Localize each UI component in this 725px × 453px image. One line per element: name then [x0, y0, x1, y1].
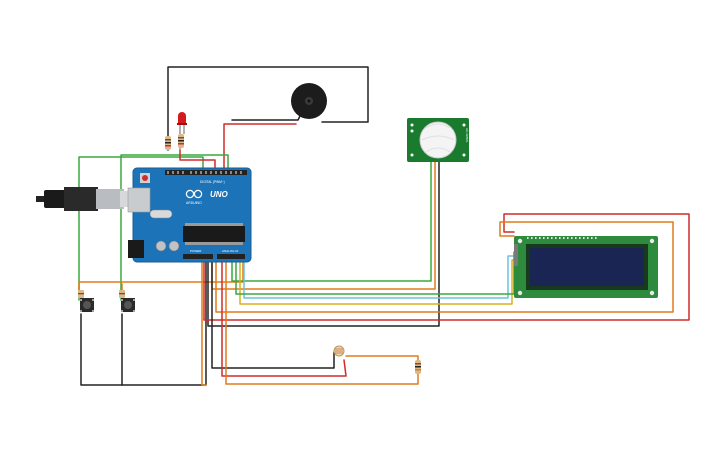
wire-button1-ground: [80, 261, 207, 386]
wire-ldr-red: [221, 261, 347, 377]
wire-ldr-black: [211, 261, 335, 369]
board-brand: UNO: [210, 190, 229, 199]
resistor-led[interactable]: [178, 134, 184, 148]
photoresistor[interactable]: [333, 345, 345, 357]
logo-text: ARDUINO: [186, 201, 202, 205]
usb-cable: [36, 187, 138, 211]
header-label: DIGITAL (PWM~): [200, 180, 225, 184]
piezo-buzzer[interactable]: [291, 83, 327, 119]
wire-lcd-green: [235, 251, 517, 295]
pushbutton-2[interactable]: [119, 290, 135, 312]
wire-buzzer-ground: [167, 66, 369, 151]
arduino-logo: ARDUINO: [185, 189, 203, 205]
header-pins: [167, 171, 242, 174]
wire-ldr-orange: [225, 261, 419, 385]
power-label: POWER: [190, 249, 202, 253]
wire-pir-black: [207, 159, 440, 327]
pushbutton-1[interactable]: [78, 290, 94, 312]
arduino-uno[interactable]: DIGITAL (PWM~) ARDUINO UNO POWER ANALOG …: [127, 167, 252, 263]
resistor-buzzer[interactable]: [165, 136, 171, 150]
wire-button-orange-loop: [201, 261, 207, 386]
chip-pins: [185, 223, 243, 245]
analog-label: ANALOG IN: [222, 249, 238, 253]
lcd-16x2[interactable]: [514, 236, 658, 298]
wire-pir-green: [231, 159, 432, 282]
wire-lcd-cyan: [243, 255, 517, 299]
lcd-header-pins: [527, 237, 597, 239]
wire-green-header-a: [78, 156, 204, 301]
wires: [78, 66, 690, 386]
wire-lcd-red: [203, 213, 690, 321]
pir-sensor[interactable]: HC-SR501: [407, 118, 469, 162]
pir-label: HC-SR501: [465, 128, 469, 143]
resistor-ldr[interactable]: [415, 360, 421, 374]
wire-led-red: [223, 123, 297, 169]
wire-green-header-b: [120, 154, 229, 301]
wire-orange-buttons: [78, 261, 244, 291]
wire-red-header: [179, 149, 216, 171]
wire-buzzer-signal: [231, 115, 301, 121]
wire-lcd-orange: [215, 221, 674, 313]
